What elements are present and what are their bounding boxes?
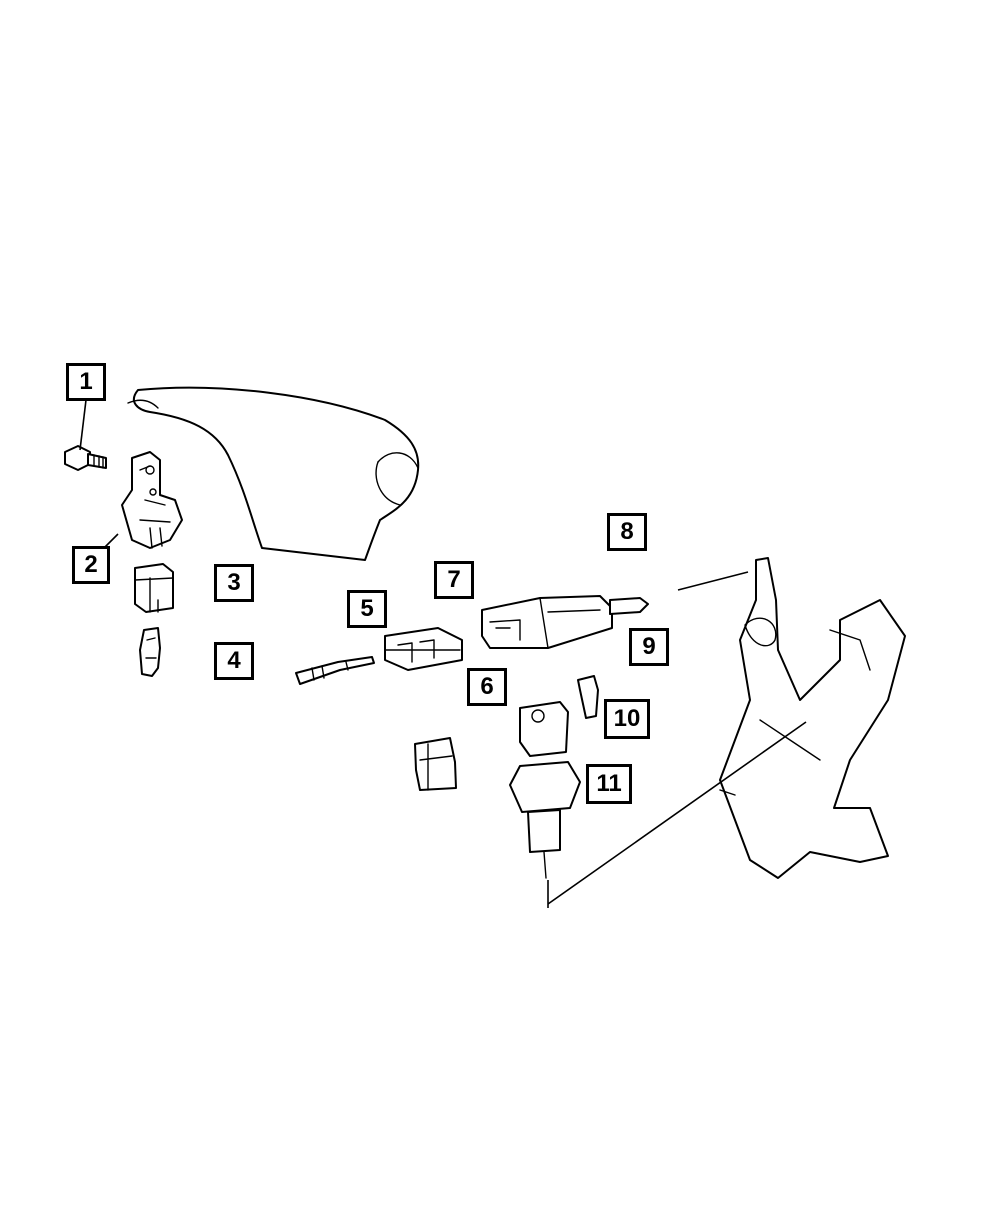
callout-3: 3 — [214, 564, 254, 602]
clutch-switch-icon — [509, 701, 581, 879]
connector-icon — [384, 627, 463, 671]
callout-10: 10 — [604, 699, 650, 739]
switch-bracket-icon — [121, 451, 183, 549]
callout-4: 4 — [214, 642, 254, 680]
leader-line-1 — [79, 399, 87, 451]
bolt-icon — [64, 445, 107, 471]
callout-5: 5 — [347, 590, 387, 628]
brake-light-switch-icon — [481, 595, 649, 649]
callout-2: 2 — [72, 546, 110, 584]
clip-icon — [414, 737, 457, 791]
leader-line-2 — [103, 533, 119, 549]
callout-7: 7 — [434, 561, 474, 599]
callout-6: 6 — [467, 668, 507, 706]
leader-line-11 — [547, 721, 807, 905]
wire-terminal-icon — [295, 656, 375, 685]
connector-housing-icon — [134, 563, 174, 613]
terminal-icon — [139, 627, 161, 677]
steering-column-cover-icon — [127, 386, 420, 561]
callout-11: 11 — [586, 764, 632, 804]
leader-line-8 — [677, 571, 749, 591]
callout-8: 8 — [607, 513, 647, 551]
pedal-assembly-icon — [719, 557, 906, 879]
callout-1: 1 — [66, 363, 106, 401]
callout-9: 9 — [629, 628, 669, 666]
plunger-pin-icon — [577, 675, 599, 719]
